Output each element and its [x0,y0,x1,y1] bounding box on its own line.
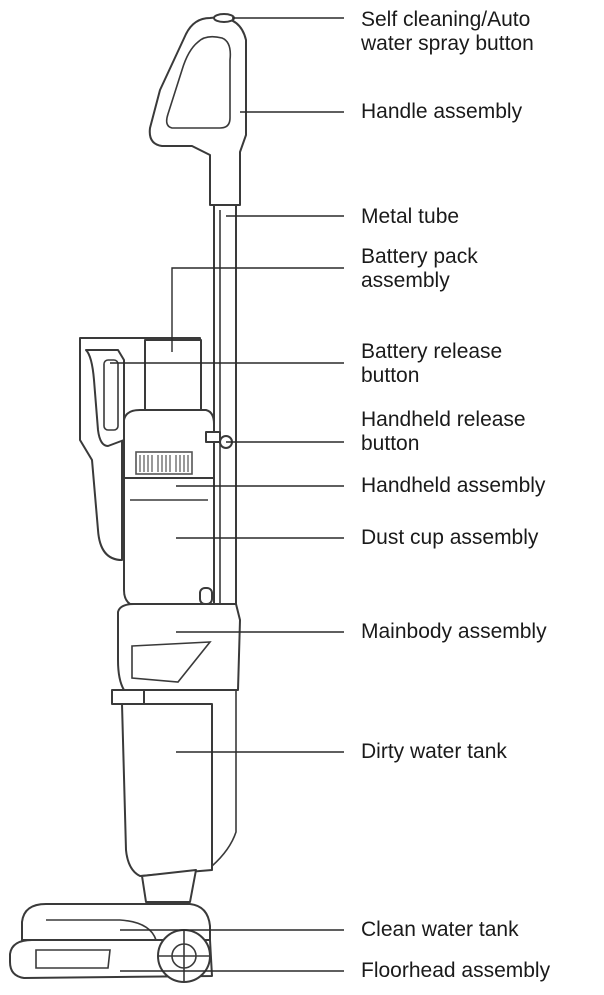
floorhead-part [9,929,213,983]
clean-water-tank-part [21,903,211,941]
label-handheld-assembly: Handheld assembly [361,474,546,497]
handheld-assembly-part [123,409,233,479]
dirty-water-tank-part [121,689,237,877]
battery-pack-part [79,337,202,561]
dust-cup-part [123,477,215,605]
label-mainbody-assembly: Mainbody assembly [361,620,547,643]
label-dirty-water-tank: Dirty water tank [361,740,507,763]
neck-part [141,869,197,903]
handle-assembly-part [148,13,247,206]
label-battery-pack-assembly: Battery pack assembly [361,245,478,292]
label-handle-assembly: Handle assembly [361,100,523,123]
label-dust-cup-assembly: Dust cup assembly [361,526,539,549]
label-handheld-release-button: Handheld release button [361,408,526,455]
label-self-cleaning-button: Self cleaning/Auto water spray button [361,8,534,55]
label-battery-release-button: Battery release button [361,340,503,387]
label-floorhead-assembly: Floorhead assembly [361,959,551,982]
metal-tube-part [213,204,237,616]
label-clean-water-tank: Clean water tank [361,918,519,941]
label-metal-tube: Metal tube [361,205,460,228]
mainbody-part [111,603,241,705]
leader-battery-pack [171,267,344,352]
